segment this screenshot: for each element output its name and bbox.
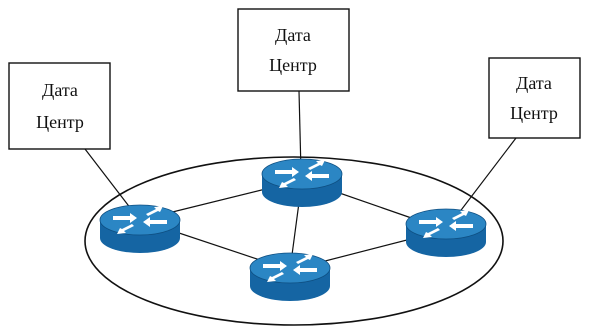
router-right [405,208,487,257]
router-top [261,158,343,207]
uplink-center [298,90,302,173]
datacenter-label-line1: Дата [42,80,78,100]
datacenter-box [8,62,111,150]
router-icon [261,158,343,207]
datacenter-label-line1: Дата [275,25,311,45]
router-icon [249,252,331,301]
datacenter-center: Дата Центр [237,8,350,92]
datacenter-label-line2: Центр [269,55,317,75]
datacenter-label-line2: Центр [510,103,558,123]
datacenter-label-line2: Центр [36,112,84,132]
datacenter-left: Дата Центр [8,62,111,150]
datacenter-box [488,57,581,139]
router-icon [405,208,487,257]
router-bottom [249,252,331,301]
router-icon [99,204,181,253]
router-left [99,204,181,253]
datacenter-box [237,8,350,92]
datacenter-label-line1: Дата [516,73,552,93]
network-boundary [84,156,504,326]
datacenter-right: Дата Центр [488,57,581,139]
uplink-right [451,137,517,223]
